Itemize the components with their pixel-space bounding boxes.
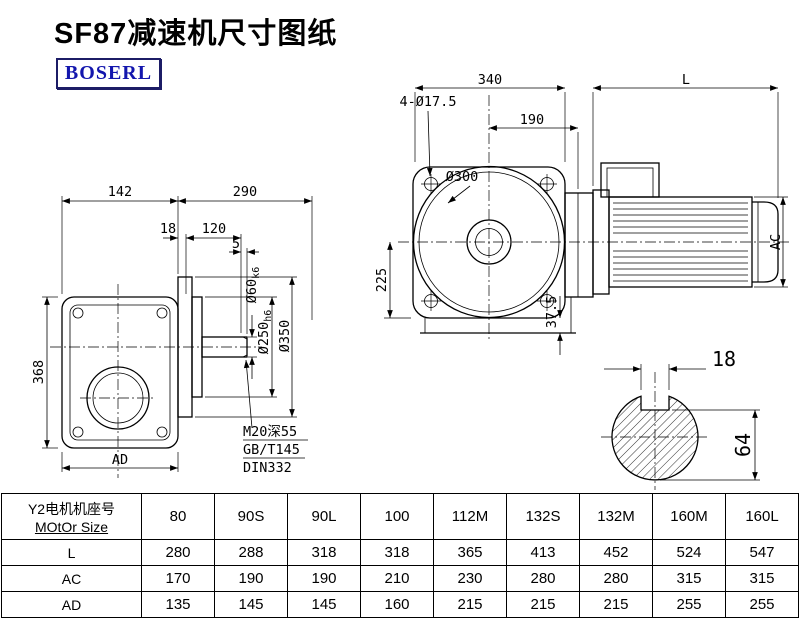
table-cell: 145 [287, 591, 361, 618]
dim-ad: AD [112, 452, 128, 468]
tap-note: M20深55 [243, 424, 297, 440]
table-cell: 210 [360, 565, 434, 592]
dim-37-5: 37.5 [544, 296, 560, 329]
technical-drawing: 142 290 18 120 5 368 AD Ø60k6 Ø250h6 Ø35… [31, 72, 792, 490]
motor-size-header-en: MOtOr Size [34, 518, 109, 535]
table-cell: 318 [287, 539, 361, 566]
column-header: 80 [141, 493, 215, 540]
row-label: AC [1, 565, 142, 592]
table-cell: 170 [141, 565, 215, 592]
table-cell: 255 [652, 591, 726, 618]
dim-64: 64 [731, 433, 755, 457]
column-header: 90S [214, 493, 288, 540]
motor-fins [613, 202, 748, 282]
table-cell: 160 [360, 591, 434, 618]
dia-300: Ø300 [446, 169, 479, 185]
table-row-ad: AD 135 145 145 160 215 215 215 255 255 [1, 591, 799, 618]
table-row-ac: AC 170 190 190 210 230 280 280 315 315 [1, 565, 799, 592]
dim-120: 120 [202, 221, 226, 237]
column-header: 90L [287, 493, 361, 540]
table-cell: 365 [433, 539, 507, 566]
dim-5: 5 [232, 236, 240, 252]
dim-368: 368 [31, 360, 47, 384]
table-header-row: Y2电机机座号 MOtOr Size 80 90S 90L 100 112M 1… [1, 493, 799, 540]
table-row-l: L 280 288 318 318 365 413 452 524 547 [1, 539, 799, 566]
dim-18: 18 [160, 221, 176, 237]
table-cell: 280 [579, 565, 653, 592]
column-header: 112M [433, 493, 507, 540]
table-cell: 413 [506, 539, 580, 566]
page-title: SF87减速机尺寸图纸 [54, 18, 338, 50]
standard-gb: GB/T145 [243, 442, 300, 458]
table-cell: 280 [141, 539, 215, 566]
column-header: 160M [652, 493, 726, 540]
table-cell: 145 [214, 591, 288, 618]
dim-ac: AC [768, 234, 784, 250]
dim-spigot-dia: Ø250h6 [256, 310, 274, 355]
gearbox-housing [61, 296, 179, 449]
dim-key-18: 18 [712, 347, 736, 371]
shaft-section-view: 18 64 [601, 347, 760, 490]
motor-size-header-cn: Y2电机机座号 [27, 500, 116, 517]
dim-142: 142 [108, 184, 132, 200]
table-cell: 190 [287, 565, 361, 592]
holes-note: 4-Ø17.5 [400, 94, 457, 110]
table-cell: 315 [725, 565, 799, 592]
front-view: 340 L 4-Ø17.5 190 Ø300 225 37.5 AC [374, 72, 792, 355]
dim-225: 225 [374, 268, 390, 292]
table-cell: 190 [214, 565, 288, 592]
column-header: 132S [506, 493, 580, 540]
dim-340: 340 [478, 72, 502, 88]
motor-size-header: Y2电机机座号 MOtOr Size [1, 493, 142, 540]
dimension-table: Y2电机机座号 MOtOr Size 80 90S 90L 100 112M 1… [1, 493, 799, 618]
boserl-logo: BOSERL [56, 58, 161, 89]
column-header: 132M [579, 493, 653, 540]
dim-flange-dia: Ø350 [277, 320, 293, 353]
table-cell: 524 [652, 539, 726, 566]
side-view: 142 290 18 120 5 368 AD Ø60k6 Ø250h6 Ø35… [31, 184, 313, 478]
table-cell: 215 [506, 591, 580, 618]
row-label: AD [1, 591, 142, 618]
table-cell: 547 [725, 539, 799, 566]
table-cell: 215 [579, 591, 653, 618]
table-cell: 230 [433, 565, 507, 592]
column-header: 160L [725, 493, 799, 540]
row-label: L [1, 539, 142, 566]
column-header: 100 [360, 493, 434, 540]
table-cell: 315 [652, 565, 726, 592]
table-cell: 318 [360, 539, 434, 566]
table-cell: 255 [725, 591, 799, 618]
table-cell: 215 [433, 591, 507, 618]
motor-adapter [564, 192, 594, 298]
table-cell: 288 [214, 539, 288, 566]
dim-290: 290 [233, 184, 257, 200]
standard-din: DIN332 [243, 460, 292, 476]
dim-190: 190 [520, 112, 544, 128]
table-cell: 135 [141, 591, 215, 618]
table-cell: 452 [579, 539, 653, 566]
table-cell: 280 [506, 565, 580, 592]
dim-shaft-dia: Ø60k6 [244, 267, 262, 303]
dim-l: L [682, 72, 690, 88]
